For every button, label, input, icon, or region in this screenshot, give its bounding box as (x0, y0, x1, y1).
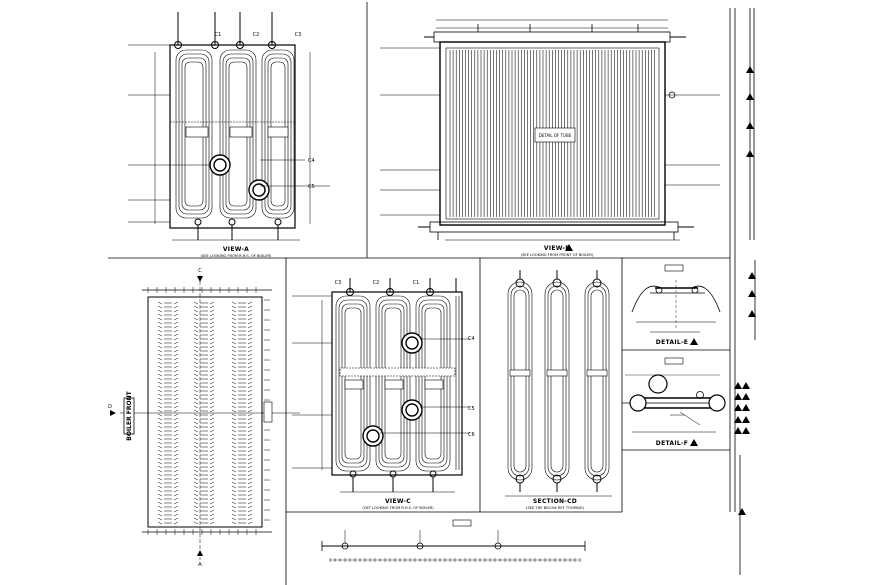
frame-lines (108, 2, 756, 585)
view-c-tag-2: C2 (373, 280, 380, 286)
detail-e-drawing (631, 264, 721, 333)
side-elevation-drawing (110, 275, 300, 560)
view-a-band (170, 121, 295, 138)
view-b-drawing (380, 19, 720, 241)
section-cd-panel-2 (544, 270, 570, 492)
view-a-subtitle: (SEE LOOKING FROM R.H.S. OF BOILER) (201, 254, 273, 258)
text-layer: VIEW-A (SEE LOOKING FROM R.H.S. OF BOILE… (108, 32, 688, 568)
view-c-tag-5: C5 (468, 406, 475, 412)
view-c-openings (362, 332, 423, 447)
view-c-subtitle: (GET LOOKING FROM R.H.S. OF BOILER) (362, 506, 434, 510)
view-b-subtitle: (SEE LOOKING FROM FRONT OF BOILER) (521, 253, 594, 257)
view-b-center-note: DETAIL OF TUBE (539, 133, 572, 138)
view-b-leaders (380, 47, 720, 216)
detail-f-title: DETAIL-F (656, 440, 688, 447)
view-a-drawing (128, 12, 330, 241)
view-c-title: VIEW-C (385, 498, 411, 505)
view-b-tube-array (449, 50, 655, 217)
revision-triangles (734, 66, 756, 515)
strip-ticks (329, 558, 581, 562)
title-marker-triangles (565, 244, 698, 446)
section-cd-title: SECTION-CD (533, 498, 577, 505)
bottom-strip-drawing (321, 519, 586, 562)
section-a-marker: A (198, 562, 202, 568)
section-cd-subtitle: (SEE THE BELOW REF TOURING) (526, 506, 584, 510)
detail-e-title: DETAIL-E (656, 339, 688, 346)
view-c-leaders (292, 295, 470, 469)
view-c-tag-6: C6 (468, 432, 475, 438)
section-c-marker: C (198, 268, 202, 274)
section-cd-panel-3 (584, 270, 610, 492)
view-a-openings (209, 154, 270, 201)
view-a-tag-3: C3 (295, 32, 302, 38)
detail-f-drawing (622, 357, 726, 433)
section-cd-drawing (505, 270, 612, 497)
view-b-nozzles (437, 24, 676, 240)
view-c-band (339, 367, 456, 390)
view-c-tag-3: C1 (413, 280, 420, 286)
section-cd-bands (509, 369, 608, 377)
view-a-tag-5: C5 (308, 184, 315, 190)
view-c-tag-4: C4 (468, 336, 475, 342)
view-c-drawing (292, 278, 470, 493)
section-d-marker: D (108, 404, 112, 410)
view-c-header-pipes (346, 278, 457, 296)
view-a-tag-2: C2 (253, 32, 260, 38)
view-c-tag-1: C3 (335, 280, 342, 286)
view-b-title: VIEW-B (544, 245, 570, 252)
view-a-tag-4: C4 (308, 158, 315, 164)
view-a-leaders (128, 44, 330, 223)
view-a-title: VIEW-A (223, 246, 249, 253)
view-a-header-pipes (174, 12, 276, 49)
view-a-tag-1: C1 (215, 32, 222, 38)
side-stud-rows (157, 301, 253, 525)
section-cd-panel-1 (507, 270, 533, 492)
view-a-bottom-headers (194, 218, 282, 240)
boiler-front-label: BOILER FRONT (126, 390, 133, 440)
view-c-bottom-headers (349, 470, 437, 492)
